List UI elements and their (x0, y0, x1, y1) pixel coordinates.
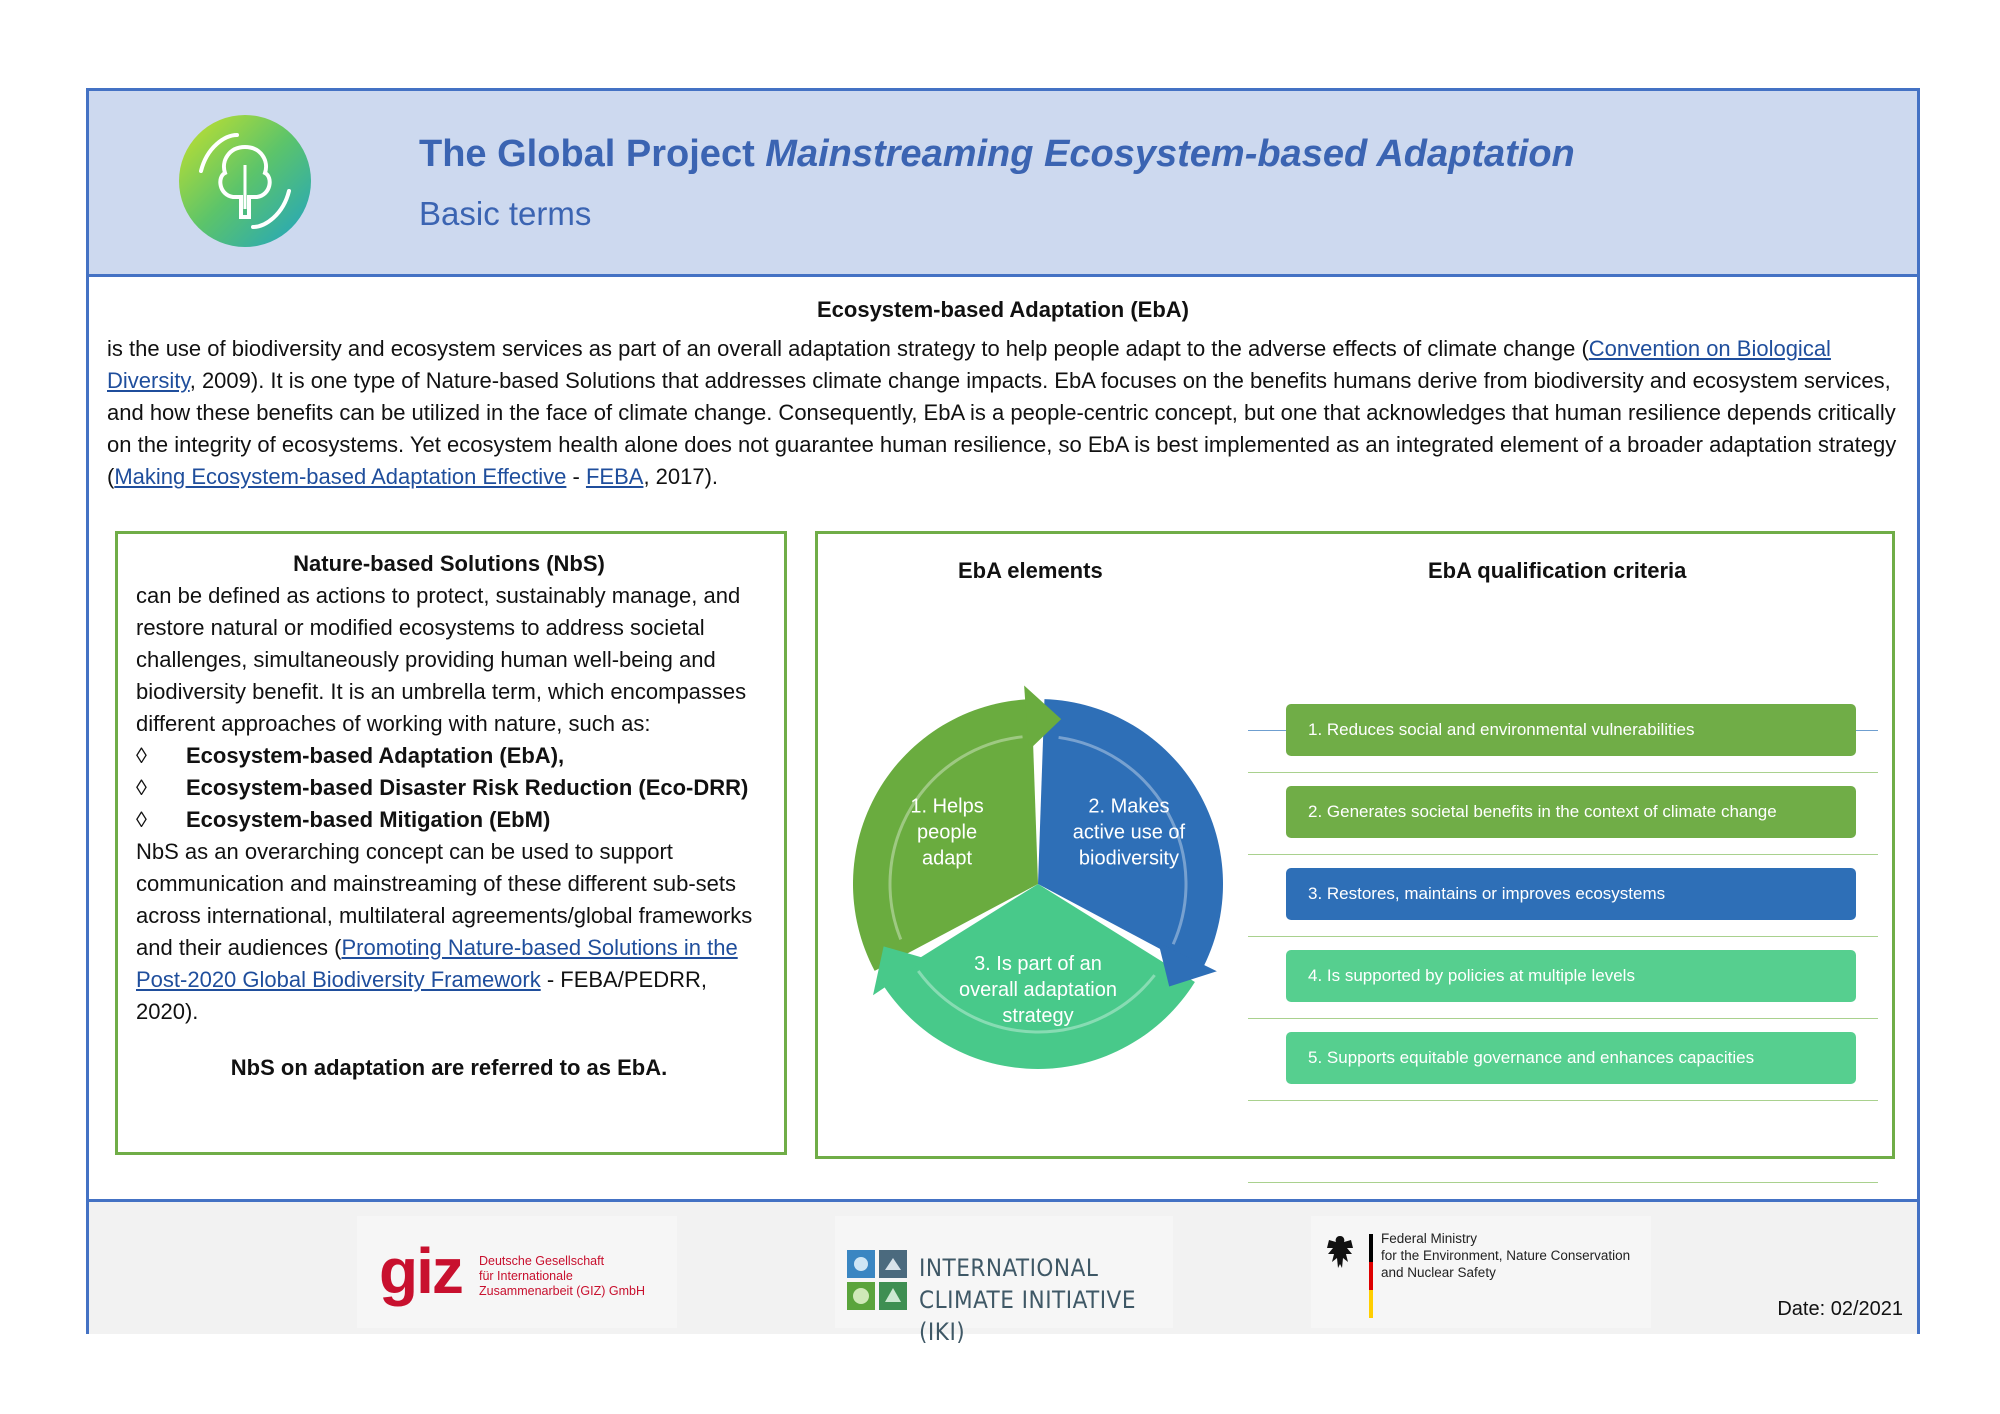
making-eba-effective-link[interactable]: Making Ecosystem-based Adaptation Effect… (114, 464, 567, 489)
nbs-footer-note: NbS on adaptation are referred to as EbA… (230, 1055, 668, 1080)
eba-diagram-box: EbA elements EbA qualification criteria … (815, 531, 1895, 1183)
criteria-divider (1248, 1100, 1878, 1101)
criteria-divider (1248, 1182, 1878, 1183)
criterion-1: 1. Reduces social and environmental vuln… (1286, 704, 1856, 756)
criteria-divider (1248, 854, 1878, 855)
list-item: ◊Ecosystem-based Disaster Risk Reduction… (136, 772, 762, 804)
criterion-2: 2. Generates societal benefits in the co… (1286, 786, 1856, 838)
nbs-body: NbS as an overarching concept can be use… (136, 839, 753, 1024)
document-date: Date: 02/2021 (1777, 1298, 1903, 1320)
cycle-arrow-head (873, 946, 927, 996)
header-banner: The Global Project Mainstreaming Ecosyst… (89, 91, 1917, 277)
cycle-segment-active-use-biodiversity (1038, 699, 1223, 971)
criterion-5: 5. Supports equitable governance and enh… (1286, 1032, 1856, 1084)
criteria-divider (1248, 936, 1878, 937)
iki-emblem-icon (847, 1250, 907, 1310)
page-title: The Global Project Mainstreaming Ecosyst… (419, 133, 1575, 175)
eba-elements-title: EbA elements (958, 558, 1103, 583)
cycle-inner-ring (888, 735, 1023, 941)
criteria-tick (1248, 730, 1286, 731)
cycle-inner-ring (1058, 735, 1188, 945)
criteria-divider (1248, 772, 1878, 773)
cycle-segment-adaptation-strategy (881, 884, 1195, 1069)
diamond-bullet-icon: ◊ (136, 807, 147, 832)
eba-definition: is the use of biodiversity and ecosystem… (107, 336, 1897, 489)
eba-heading: Ecosystem-based Adaptation (EbA) (816, 297, 1190, 322)
eba-tree-logo-icon (179, 115, 311, 247)
nbs-heading: Nature-based Solutions (NbS) (293, 551, 605, 576)
diamond-bullet-icon: ◊ (136, 775, 147, 800)
cycle-arrow-head (1158, 942, 1217, 987)
list-item: ◊Ecosystem-based Mitigation (EbM) (136, 804, 762, 836)
page-frame: The Global Project Mainstreaming Ecosyst… (86, 88, 1920, 1346)
list-item: ◊Ecosystem-based Adaptation (EbA), (136, 740, 762, 772)
criteria-tick (1856, 730, 1878, 731)
cycle-inner-ring (917, 970, 1156, 1034)
diamond-bullet-icon: ◊ (136, 743, 147, 768)
cycle-segment-helps-people-adapt (853, 699, 1038, 971)
federal-eagle-icon (1327, 1236, 1353, 1268)
giz-wordmark: giz (379, 1235, 464, 1307)
cbd-link[interactable]: Convention on Biological Diversity (107, 336, 1831, 393)
nbs-box: Nature-based Solutions (NbS) can be defi… (115, 531, 787, 1155)
criterion-3: 3. Restores, maintains or improves ecosy… (1286, 868, 1856, 920)
page-subtitle: Basic terms (419, 195, 592, 232)
criteria-divider (1248, 1018, 1878, 1019)
nbs-intro: can be defined as actions to protect, su… (136, 583, 747, 736)
german-flag-bar-icon (1369, 1234, 1373, 1318)
eba-criteria-title: EbA qualification criteria (1428, 558, 1687, 583)
promoting-nbs-link[interactable]: Promoting Nature-based Solutions in the … (136, 935, 738, 992)
cycle-arrow-head (1024, 685, 1062, 751)
feba-link[interactable]: FEBA (585, 464, 644, 489)
nbs-approach-list: ◊Ecosystem-based Adaptation (EbA), ◊Ecos… (136, 740, 762, 836)
criterion-4: 4. Is supported by policies at multiple … (1286, 950, 1856, 1002)
